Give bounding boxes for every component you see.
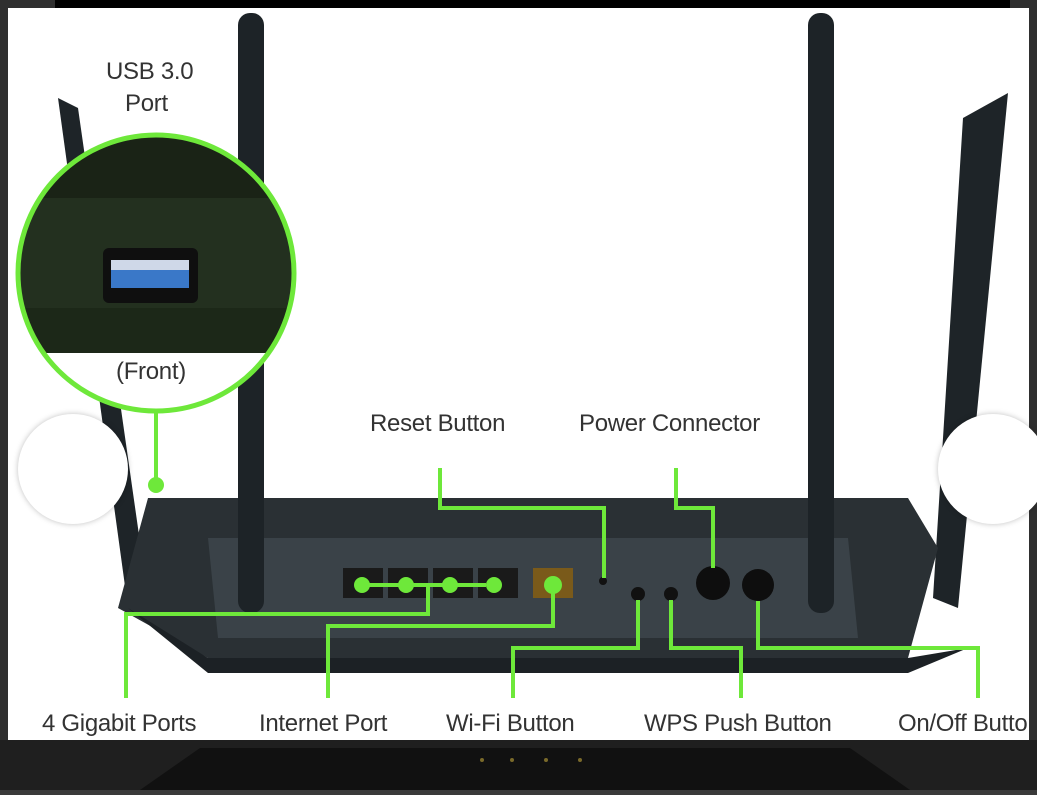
power-connector-label: Power Connector (579, 410, 760, 437)
router-top-image (140, 748, 910, 790)
callout-dots (148, 477, 562, 594)
nav-left-arrow[interactable] (18, 414, 128, 524)
usb-label-line1: USB 3.0 (106, 58, 194, 85)
router-image (15, 13, 1008, 698)
onoff-button-label: On/Off Butto (898, 710, 1028, 737)
antenna-right (808, 13, 834, 613)
antenna-right-outer (933, 93, 1008, 608)
wifi-button-label: Wi-Fi Button (446, 710, 575, 737)
front-label: (Front) (116, 358, 186, 385)
internet-port-label: Internet Port (259, 710, 388, 737)
bottom-strip (0, 740, 1037, 790)
callout-lines (124, 413, 980, 698)
gigabit-ports-label: 4 Gigabit Ports (42, 710, 197, 737)
usb-label-line2: Port (125, 90, 168, 117)
router-photo: USB 3.0 Port (Front) Reset Button Power … (8, 8, 1029, 740)
wps-button-label: WPS Push Button (644, 710, 832, 737)
nav-right-arrow[interactable] (938, 414, 1037, 524)
reset-button-label: Reset Button (370, 410, 506, 437)
top-bar (55, 0, 1010, 8)
